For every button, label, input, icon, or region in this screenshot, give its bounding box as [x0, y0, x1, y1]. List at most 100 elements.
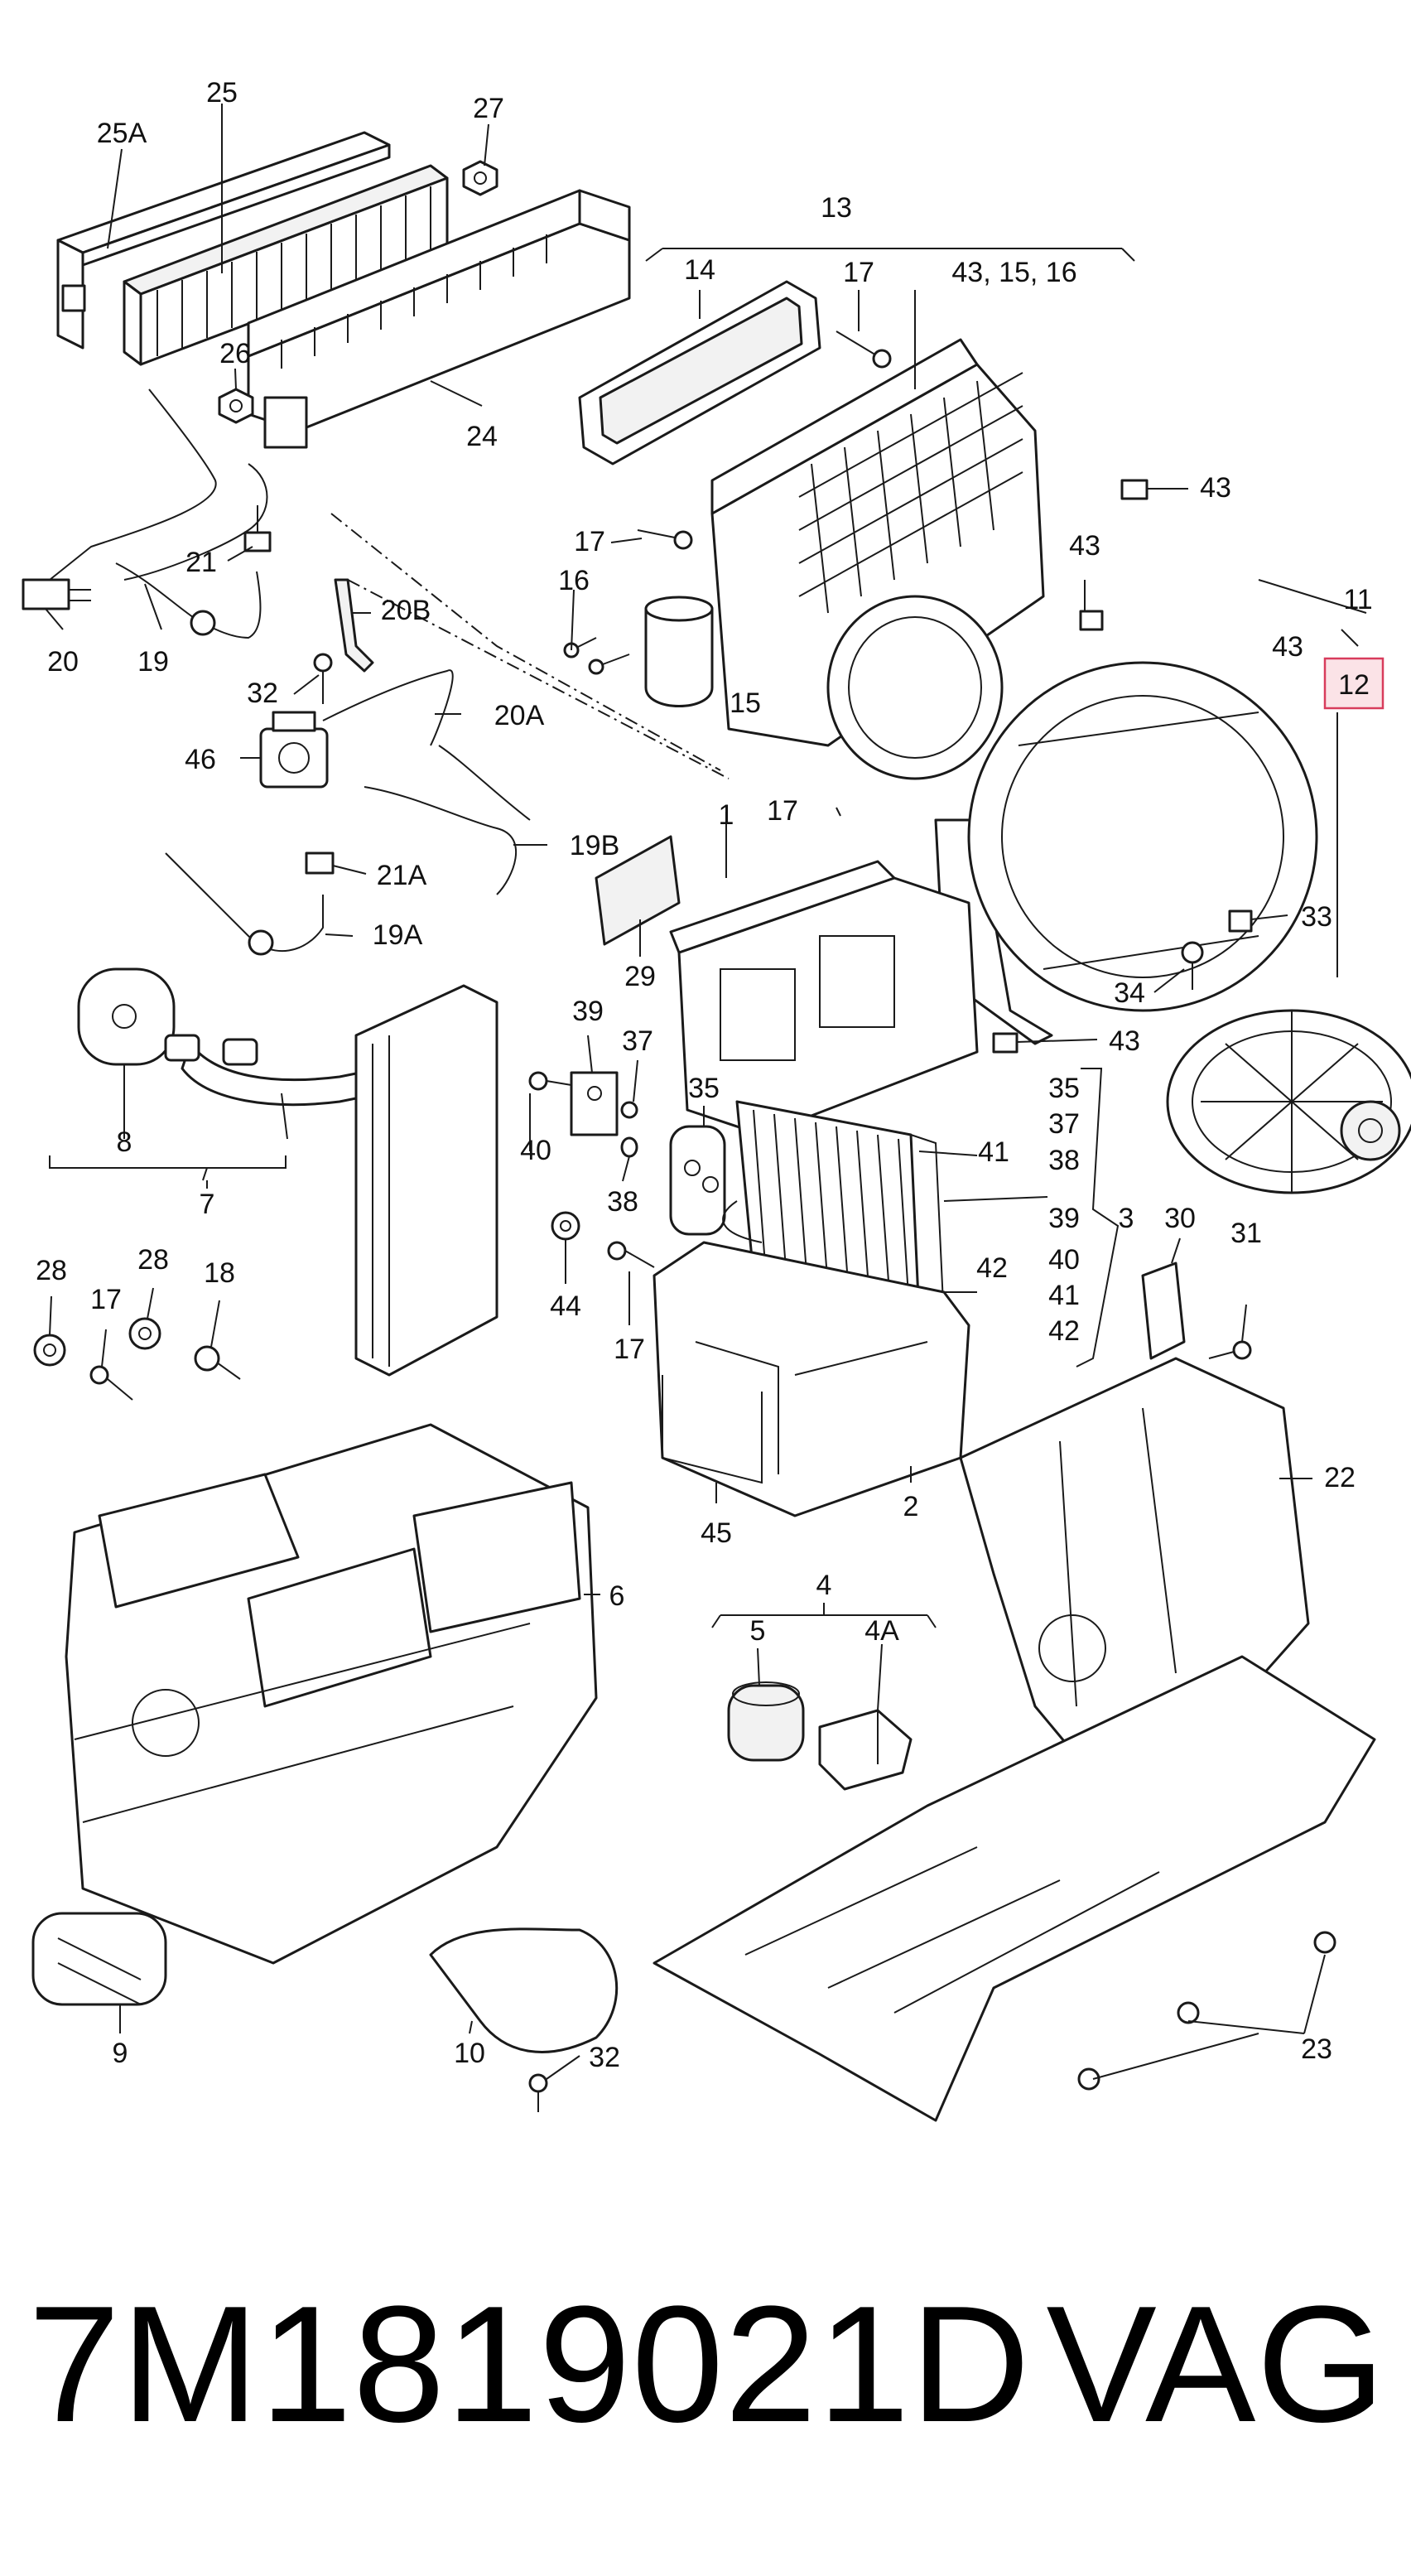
- part-23-screw-b: [1177, 2001, 1200, 2024]
- callout-6: 6: [609, 1580, 625, 1612]
- callout-23: 23: [1301, 2033, 1332, 2065]
- callout-17b: 17: [574, 526, 605, 557]
- part-12-blower-motor: [1166, 1009, 1411, 1194]
- callout-40a: 40: [520, 1135, 551, 1166]
- part-21A-grommet: [305, 851, 335, 875]
- callout-38b: 38: [1048, 1145, 1080, 1176]
- callout-43d: 43: [1109, 1025, 1140, 1057]
- part-18-stud: [194, 1345, 241, 1380]
- part-26-nut: [218, 388, 254, 424]
- callout-37b: 37: [1048, 1108, 1080, 1140]
- callout-33: 33: [1301, 901, 1332, 933]
- callout-45: 45: [701, 1517, 732, 1549]
- callout-17e: 17: [614, 1334, 645, 1365]
- part-20-connector-wire: [22, 388, 268, 610]
- callout-8: 8: [117, 1126, 132, 1158]
- callout-21A: 21A: [377, 860, 427, 891]
- callout-4A: 4A: [864, 1615, 899, 1647]
- part-33-clip: [1228, 909, 1253, 933]
- part-9-vent: [31, 1912, 167, 2006]
- callout-12: 12: [1338, 669, 1370, 701]
- callout-25: 25: [206, 77, 238, 109]
- part-28-nut-b: [128, 1317, 161, 1350]
- part-7-pipe-set: [164, 1034, 383, 1107]
- part-35-gasket: [669, 1125, 726, 1236]
- part-14-seal: [578, 280, 821, 466]
- part-25-pollen-filter: [123, 164, 449, 366]
- part-34-screw: [1181, 941, 1204, 990]
- part-6-heater-housing: [65, 1423, 598, 1965]
- part-20B-sensor: [334, 578, 374, 673]
- brand-name: VAG: [1046, 2272, 1386, 2457]
- callout-24: 24: [466, 421, 498, 452]
- part-37-seal: [620, 1101, 638, 1119]
- callout-42a: 42: [976, 1252, 1008, 1284]
- callout-43-15-16: 43, 15, 16: [951, 257, 1076, 288]
- assembly-line-a: [330, 513, 721, 771]
- part-43-clip-c: [992, 1032, 1019, 1054]
- part-2-lower-housing: [653, 1241, 970, 1517]
- callout-5: 5: [750, 1615, 766, 1647]
- part-heater-core: [354, 984, 498, 1377]
- highlight-box-12: [1323, 657, 1385, 710]
- callout-2: 2: [903, 1491, 919, 1522]
- part-17-screw-d: [89, 1365, 133, 1401]
- part-23-floor-tray: [653, 1655, 1376, 2122]
- callout-43a: 43: [1200, 472, 1231, 504]
- part-24-filter-housing: [247, 189, 631, 449]
- callout-37a: 37: [622, 1025, 653, 1057]
- part-13-air-intake-housing: [710, 338, 1045, 780]
- part-25A-filter-frame: [56, 131, 391, 350]
- callout-13: 13: [821, 192, 852, 224]
- callout-9: 9: [113, 2038, 128, 2069]
- part-23-screw-c: [1077, 2067, 1100, 2091]
- callout-18: 18: [204, 1257, 235, 1289]
- part-17-screw-b: [637, 529, 693, 550]
- part-19A-sensor: [165, 852, 324, 956]
- part-40-bolt: [528, 1071, 572, 1091]
- part-44-washer: [551, 1211, 580, 1241]
- callout-41b: 41: [1048, 1280, 1080, 1311]
- callout-21: 21: [185, 547, 217, 578]
- part-8-gasket: [77, 967, 176, 1066]
- callout-19: 19: [137, 646, 169, 678]
- part-4A-servo-motor: [818, 1709, 913, 1791]
- callout-3: 3: [1119, 1203, 1134, 1234]
- callout-10: 10: [454, 2038, 485, 2069]
- callout-20A: 20A: [494, 700, 545, 731]
- callout-25A: 25A: [97, 118, 147, 149]
- parts-diagram: 25A 25 27 13 14 17 43, 15, 16 2 6 24 43 1…: [22, 77, 1411, 2122]
- callout-41a: 41: [978, 1136, 1009, 1168]
- callout-39b: 39: [1048, 1203, 1080, 1234]
- part-32-screw-b: [528, 2073, 548, 2112]
- callout-43c: 43: [1272, 631, 1303, 663]
- part-17-screw-c: [607, 1241, 655, 1268]
- part-31-screw: [1208, 1340, 1252, 1360]
- part-19-sensor-wire: [115, 562, 262, 639]
- part-38-seal: [620, 1136, 638, 1158]
- part-23-screw-a: [1313, 1931, 1336, 1954]
- callout-39a: 39: [572, 996, 604, 1027]
- callout-42b: 42: [1048, 1315, 1080, 1347]
- callout-17a: 17: [843, 257, 874, 288]
- part-45-drain-hose: [662, 1375, 763, 1484]
- callout-28a: 28: [36, 1255, 67, 1286]
- part-21-grommet: [243, 505, 272, 552]
- callout-27: 27: [473, 93, 504, 124]
- callout-28b: 28: [137, 1244, 169, 1276]
- callout-14: 14: [684, 254, 715, 286]
- callout-20B: 20B: [381, 595, 431, 626]
- callout-29: 29: [624, 961, 656, 992]
- callout-17c: 17: [767, 795, 798, 827]
- callout-34: 34: [1114, 977, 1145, 1009]
- part-1-evaporator-housing: [669, 860, 979, 1136]
- callout-43b: 43: [1069, 530, 1100, 562]
- part-27-nut: [462, 160, 498, 196]
- callout-40b: 40: [1048, 1244, 1080, 1276]
- assembly-line-b: [347, 579, 730, 779]
- part-15-resistor: [644, 596, 714, 707]
- callout-44: 44: [550, 1290, 581, 1322]
- callout-38a: 38: [607, 1186, 638, 1218]
- callout-19B: 19B: [570, 830, 620, 861]
- callout-11: 11: [1343, 584, 1372, 615]
